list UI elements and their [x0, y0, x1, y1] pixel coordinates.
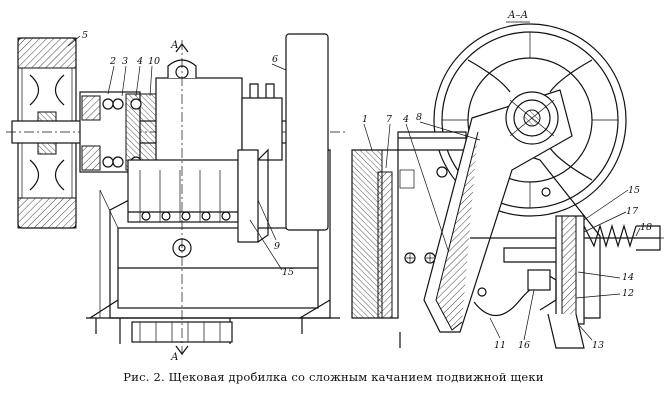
callout-4: 4 — [136, 56, 143, 67]
callout-5: 5 — [82, 30, 88, 41]
callout-11: 11 — [494, 340, 506, 351]
callout-18: 18 — [640, 222, 652, 233]
section-mark-bottom: А — [170, 352, 179, 363]
bearing-assembly — [79, 91, 159, 173]
callout-13: 13 — [592, 340, 604, 351]
callout-16: 16 — [518, 340, 530, 351]
callout-7: 7 — [386, 114, 393, 125]
section-mark-top: А — [170, 40, 179, 51]
callout-17: 17 — [626, 206, 639, 217]
figure-caption: Рис. 2. Щековая дробилка со сложным кача… — [123, 370, 544, 384]
left-callouts: 5 2 3 4 10 6 9 15 — [67, 30, 294, 278]
callout-4-right: 4 — [402, 114, 409, 125]
callout-3: 3 — [122, 56, 128, 67]
callout-6: 6 — [272, 54, 278, 65]
callout-15-right: 15 — [628, 185, 640, 196]
flywheel-disc — [433, 23, 627, 217]
section-title: А–А — [507, 10, 528, 21]
tension-assembly — [470, 215, 664, 349]
callout-1: 1 — [362, 114, 368, 125]
callout-12: 12 — [622, 288, 634, 299]
front-view — [6, 33, 345, 355]
callout-2: 2 — [109, 56, 116, 67]
frame — [86, 59, 340, 344]
callout-10: 10 — [148, 56, 160, 67]
moving-jaw — [423, 89, 573, 333]
callout-8: 8 — [416, 112, 422, 123]
callout-15-left: 15 — [282, 267, 294, 278]
flywheel — [285, 33, 329, 231]
callout-14: 14 — [622, 272, 634, 283]
right-callouts: 1 7 4 8 15 17 18 14 12 13 16 11 — [362, 112, 652, 351]
callout-9: 9 — [274, 241, 280, 252]
section-view — [351, 23, 664, 349]
